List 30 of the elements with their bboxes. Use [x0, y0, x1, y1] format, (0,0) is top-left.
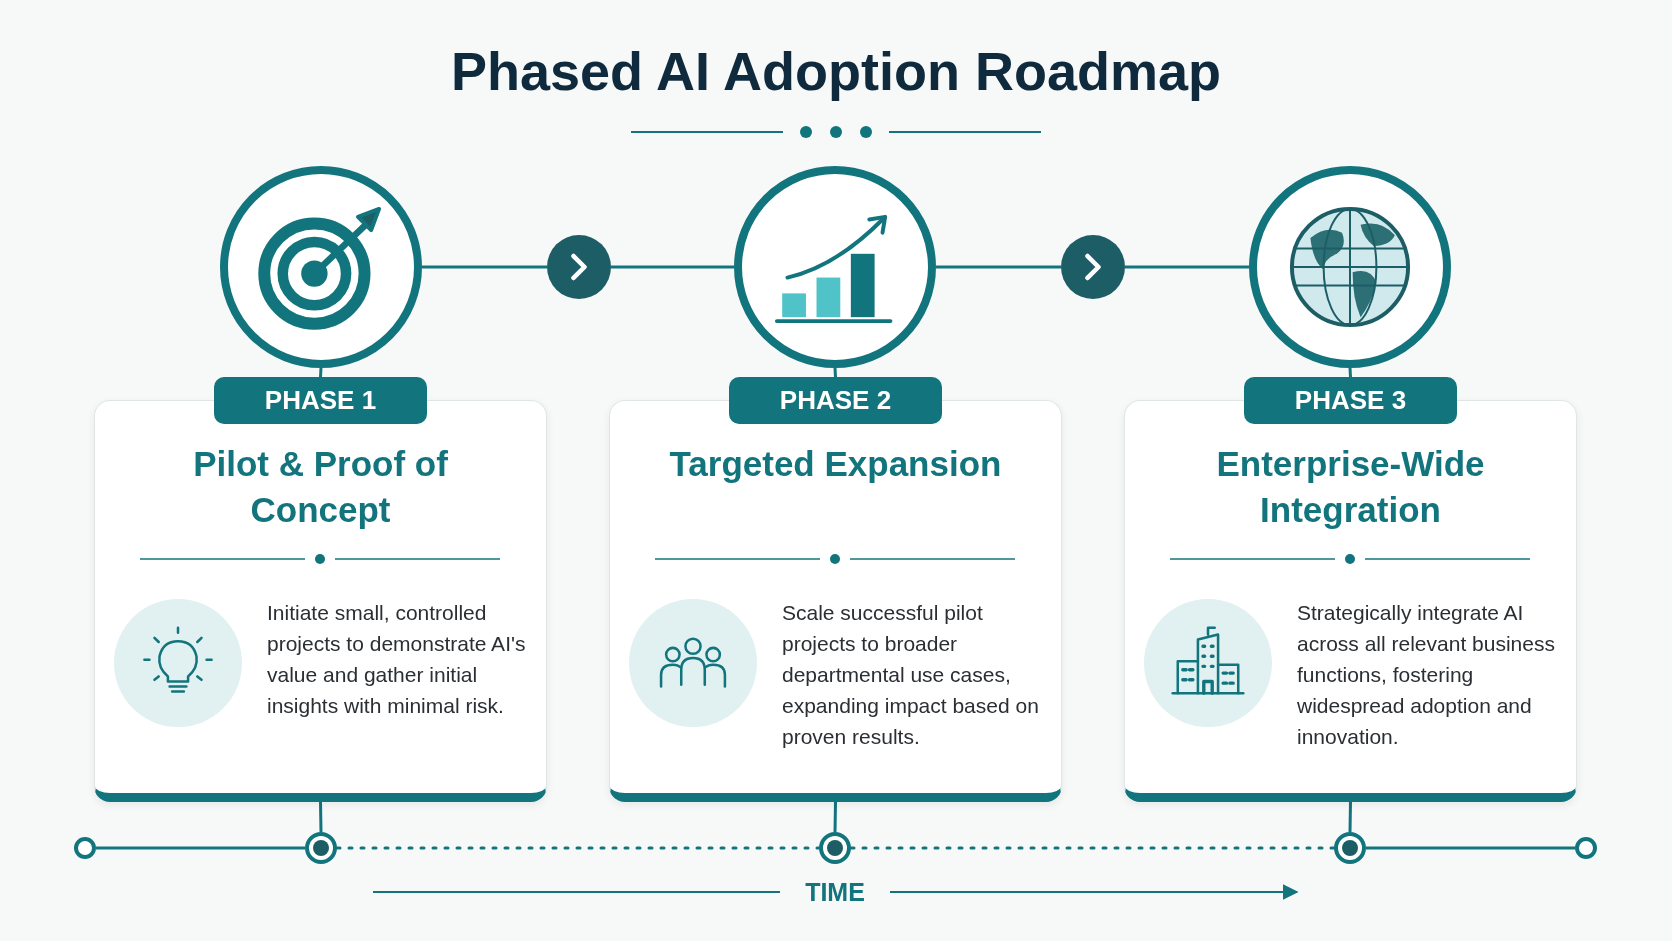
connector-line — [1366, 846, 1575, 850]
milestone-marker — [1334, 832, 1366, 864]
card-title: Pilot & Proof of Concept — [192, 443, 449, 531]
phase-badge: PHASE 1 — [214, 377, 427, 424]
milestone-marker — [305, 832, 337, 864]
connector-line — [319, 801, 323, 833]
connector-line — [936, 265, 1061, 269]
phase-badge: PHASE 2 — [729, 377, 942, 424]
card-description: Scale successful pilot projects to broader departmental use cases, expanding impact based on proven results. — [782, 600, 1040, 750]
connector-line — [335, 846, 821, 850]
axis-label: TIME — [804, 878, 866, 907]
phase-badge: PHASE 3 — [1244, 377, 1457, 424]
card-title: Enterprise-Wide Integration — [1215, 443, 1486, 531]
connector-line — [833, 367, 837, 378]
timeline-endpoint — [1575, 837, 1597, 859]
connector-line — [833, 801, 837, 833]
title: Phased AI Adoption Roadmap — [450, 40, 1222, 102]
connector-line — [849, 846, 1336, 850]
card-description: Initiate small, controlled projects to demonstrate AI's value and gather initial insights with minimal risk. — [267, 600, 527, 719]
connector-line — [96, 846, 305, 850]
timeline-endpoint — [74, 837, 96, 859]
connector-line — [1348, 367, 1352, 378]
card-description: Strategically integrate AI across all relevant business functions, fostering widespread adoption and innovation. — [1297, 600, 1556, 750]
connector-line — [1125, 265, 1249, 269]
connector-line — [611, 265, 734, 269]
connector-line — [319, 367, 323, 378]
milestone-marker — [819, 832, 851, 864]
connector-line — [1348, 801, 1352, 833]
connector-line — [422, 265, 547, 269]
card-title: Targeted Expansion — [668, 443, 1003, 485]
